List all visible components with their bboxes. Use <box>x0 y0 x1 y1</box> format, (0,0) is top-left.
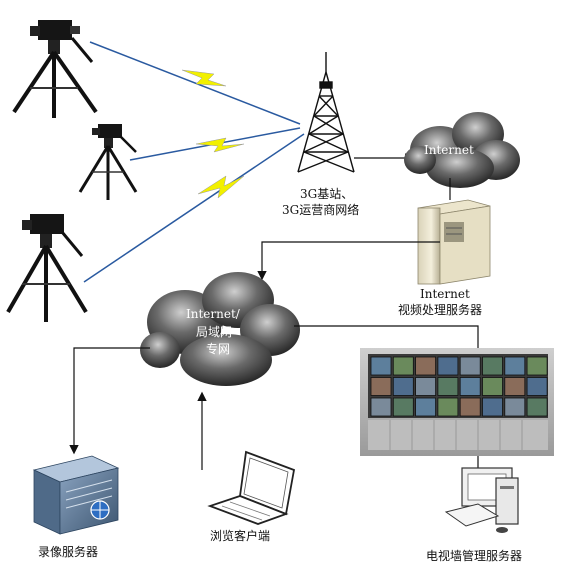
lightning-bolt-icon <box>195 137 245 153</box>
wireless-link-2 <box>129 127 301 161</box>
link-lan-recording <box>69 347 150 455</box>
camera-3 <box>6 214 88 322</box>
lightning-bolt-icon <box>181 69 227 87</box>
video-wall-screen <box>392 377 414 396</box>
recording-server-label: 录像服务器 <box>38 544 98 559</box>
video-wall-server-label: 电视墙管理服务器 <box>426 548 522 563</box>
recording-server: 录像服务器 <box>32 455 120 559</box>
video-wall <box>360 348 554 456</box>
browser-client-label: 浏览客户端 <box>210 528 270 543</box>
lan-label-line1: Internet/ <box>186 307 241 321</box>
server-icon <box>32 455 120 535</box>
video-wall-screen <box>482 377 503 396</box>
video-wall-screen <box>392 356 414 376</box>
lightning-bolt-icon <box>197 175 245 199</box>
link-videoserver-lan <box>257 241 440 281</box>
lan-label-line2: 局域网 <box>196 325 232 339</box>
laptop-icon <box>207 450 296 525</box>
video-wall-screen <box>526 397 548 417</box>
video-wall-screen <box>415 377 437 396</box>
video-wall-screen <box>459 377 481 396</box>
video-wall-screen <box>504 397 526 417</box>
video-wall-icon <box>360 348 554 456</box>
video-wall-screen <box>370 356 392 376</box>
video-wall-screen <box>504 377 526 396</box>
video-wall-screen <box>370 377 392 396</box>
antenna-tower-icon <box>297 52 355 173</box>
video-server-label-line2: 视频处理服务器 <box>398 302 482 317</box>
wireless-link-1 <box>89 41 301 125</box>
video-wall-screen <box>482 397 503 417</box>
video-wall-screen <box>370 397 392 417</box>
camera-tripod-icon <box>78 124 138 200</box>
video-wall-screen <box>415 356 437 376</box>
video-wall-screen <box>459 397 481 417</box>
camera-tripod-icon <box>12 20 98 118</box>
video-wall-screen <box>437 377 459 396</box>
base-station-label-line2: 3G运营商网络 <box>282 202 359 217</box>
camera-2 <box>78 124 138 200</box>
cloud-icon <box>404 112 520 188</box>
camera-1 <box>12 20 98 118</box>
camera-tripod-icon <box>6 214 88 322</box>
server-icon <box>417 199 491 285</box>
video-wall-screen <box>437 397 459 417</box>
video-wall-screen <box>526 356 548 376</box>
video-wall-screen <box>437 356 459 376</box>
video-wall-management-server: 电视墙管理服务器 <box>426 467 522 563</box>
wireless-link-3 <box>83 133 305 283</box>
base-station-label-line1: 3G基站、 <box>300 187 353 201</box>
video-processing-server: Internet 视频处理服务器 <box>398 199 491 317</box>
browser-client: 浏览客户端 <box>207 450 296 543</box>
video-wall-screen <box>482 356 503 376</box>
video-wall-screen <box>504 356 526 376</box>
desktop-computer-icon <box>444 467 519 533</box>
internet-cloud-label: Internet <box>424 143 474 157</box>
video-wall-screen <box>526 377 548 396</box>
video-wall-screen <box>415 397 437 417</box>
video-server-label-line1: Internet <box>420 287 470 301</box>
lan-cloud: Internet/ 局域网 专网 <box>140 272 300 386</box>
antenna-tower: 3G基站、 3G运营商网络 <box>282 52 359 217</box>
internet-cloud: Internet <box>404 112 520 188</box>
link-lan-videowall <box>294 325 479 350</box>
video-wall-screen <box>392 397 414 417</box>
lan-label-line3: 专网 <box>206 341 230 356</box>
cloud-icon <box>140 272 300 386</box>
video-wall-screen <box>459 356 481 376</box>
